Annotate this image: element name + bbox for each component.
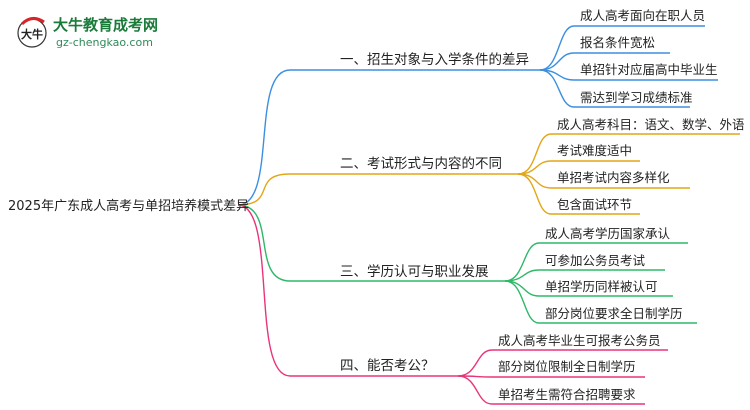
logo-mark-icon: 大牛 <box>17 17 47 48</box>
leaf-2-3: 单招考试内容多样化 <box>557 170 670 185</box>
leaf-2-2: 考试难度适中 <box>557 143 632 158</box>
connector-leaf-2-3 <box>517 173 552 189</box>
leaf-4-1: 成人高考毕业生可报考公务员 <box>498 333 661 348</box>
logo-title: 大牛教育成考网 <box>53 16 158 34</box>
leaf-1-4: 需达到学习成绩标准 <box>580 90 693 105</box>
connector-root-branch-2 <box>237 173 291 206</box>
leaf-1-1: 成人高考面向在职人员 <box>580 8 705 23</box>
connector-leaf-2-4 <box>517 173 552 215</box>
connector-leaf-2-2 <box>517 160 552 175</box>
logo-mark-text: 大牛 <box>21 27 43 41</box>
leaf-2-1: 成人高考科目：语文、数学、外语 <box>557 117 745 132</box>
leaf-3-2: 可参加公务员考试 <box>545 253 646 268</box>
connector-leaf-1-2 <box>539 52 575 71</box>
branch-node-4: 四、能否考公？ <box>340 358 435 374</box>
leaf-1-2: 报名条件宽松 <box>580 35 655 50</box>
connector-leaf-4-1 <box>457 349 493 377</box>
branch-node-2: 二、考试形式与内容的不同 <box>340 155 502 172</box>
connector-leaf-2-1 <box>517 133 552 175</box>
leaf-4-3: 单招考生需符合招聘要求 <box>498 387 636 402</box>
leaf-3-4: 部分岗位要求全日制学历 <box>545 306 683 321</box>
connector-leaf-3-1 <box>504 242 540 282</box>
logo: 大牛 大牛教育成考网 gz-chengkao.com <box>17 16 158 49</box>
branch-node-1: 一、招生对象与入学条件的差异 <box>340 51 529 68</box>
connector-leaf-4-3 <box>457 375 493 405</box>
leaf-2-4: 包含面试环节 <box>557 197 632 212</box>
connectors <box>237 25 740 405</box>
connector-leaf-1-4 <box>539 69 575 108</box>
connector-leaf-1-1 <box>539 25 575 71</box>
branch-node-3: 三、学历认可与职业发展 <box>340 264 489 280</box>
connector-root-branch-4 <box>237 204 291 377</box>
root-node: 2025年广东成人高考与单招培养模式差异 <box>8 198 249 214</box>
connector-root-branch-1 <box>237 69 291 206</box>
leaf-4-2: 部分岗位限制全日制学历 <box>498 359 636 374</box>
leaf-1-3: 单招针对应届高中毕业生 <box>580 62 718 77</box>
connector-root-branch-3 <box>237 204 291 282</box>
connector-leaf-3-4 <box>504 280 540 324</box>
leaf-3-3: 单招学历同样被认可 <box>545 279 658 294</box>
leaf-3-1: 成人高考学历国家承认 <box>545 226 671 241</box>
logo-url: gz-chengkao.com <box>56 36 153 49</box>
connector-leaf-3-3 <box>504 280 540 297</box>
